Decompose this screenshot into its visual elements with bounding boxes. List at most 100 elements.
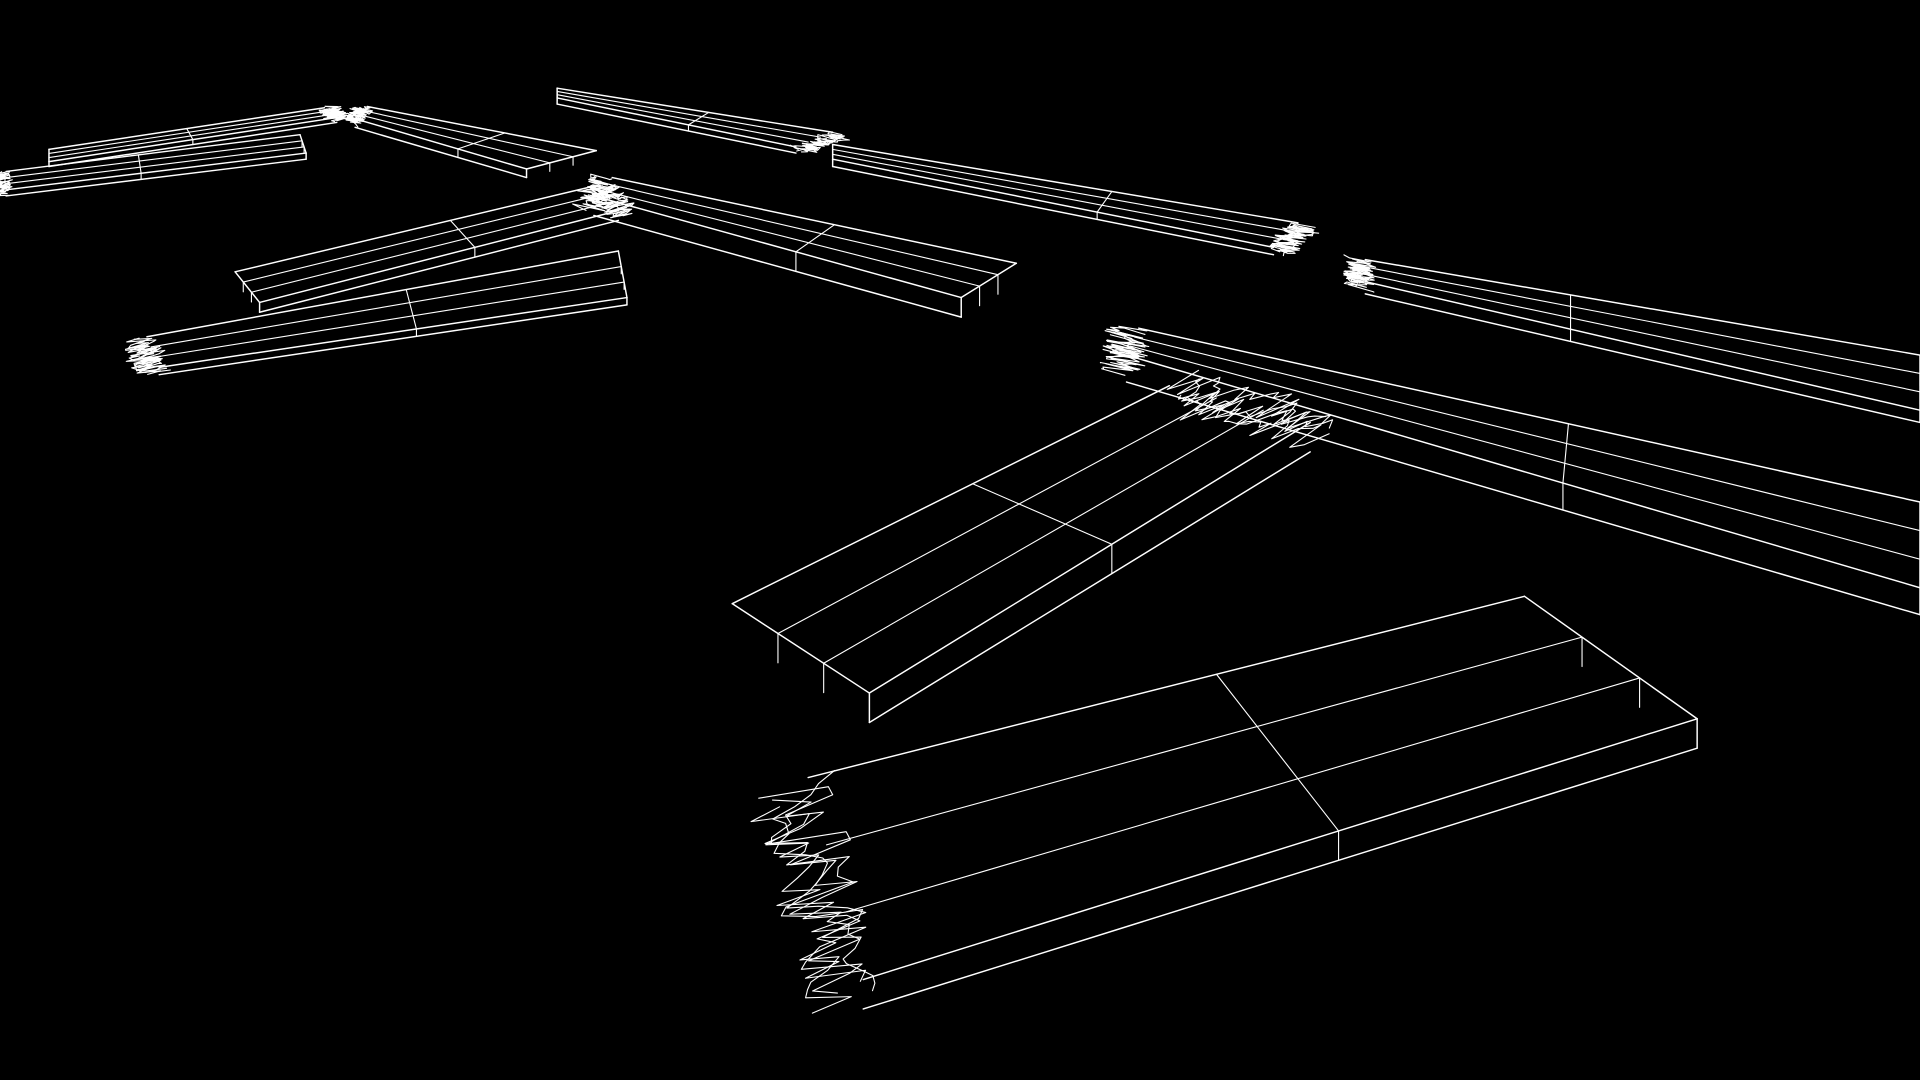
plank-3 [1099, 325, 1920, 616]
plank-seam [150, 265, 622, 348]
plank-7 [572, 173, 1018, 318]
planks-group [0, 87, 1920, 1014]
plank-edge-bottom-front [868, 451, 1311, 724]
plank-edge-top-back [1364, 258, 1920, 356]
plank-edge-bottom-front [556, 103, 797, 154]
plank-end-top [617, 250, 628, 299]
plank-cross-line [405, 289, 418, 330]
plank-edge-bottom-front [258, 219, 620, 313]
plank-edge-top-front [593, 195, 962, 299]
plank-edge-bottom-front [1364, 293, 1920, 424]
plank-cross-line [972, 483, 1113, 545]
plank-seam [362, 110, 574, 158]
plank-cross-line [449, 219, 476, 248]
plank-edge-top-front [1125, 354, 1920, 589]
plank-edge-top-front [258, 209, 620, 304]
plank-4 [1343, 254, 1920, 424]
plank-seam [242, 193, 603, 283]
splinter-strand [1179, 396, 1330, 448]
plank-seam [1130, 345, 1920, 560]
plank-edge-bottom-front [1125, 381, 1920, 616]
plank-edge-top-back [146, 250, 620, 338]
plank-seam [605, 183, 999, 276]
splinter-strand [750, 806, 861, 1014]
plank-seam [1364, 273, 1920, 393]
plank-edge-top-front [158, 296, 628, 369]
plank-edge-top-front [556, 97, 797, 148]
plank-5 [831, 143, 1320, 257]
plank-seam [777, 397, 1217, 635]
plank-end-top [960, 262, 1018, 299]
plank-seam [599, 189, 981, 287]
splinter-strand [128, 343, 171, 375]
plank-seam [250, 201, 611, 293]
plank-seam [1364, 266, 1920, 375]
splinter-strand [764, 799, 876, 992]
plank-end-top [299, 133, 307, 154]
plank-edge-top-front [1364, 280, 1920, 411]
plank-cross-line [186, 128, 194, 141]
splinter-strand [0, 175, 11, 197]
splinter-strand [591, 188, 633, 219]
plank-seam [556, 94, 809, 143]
plank-1 [750, 595, 1698, 1014]
plank-end-top [731, 602, 871, 694]
plank-end-top [1523, 595, 1698, 720]
plank-seam [358, 114, 551, 164]
plank-10 [342, 105, 598, 179]
plank-seam [832, 153, 1283, 240]
plank-edge-top-front [354, 118, 528, 170]
plank-edge-bottom-front [593, 214, 962, 318]
plank-edge-bottom-front [831, 165, 1275, 256]
plank-seam [5, 140, 303, 179]
plank-cross-line [795, 224, 836, 253]
splinter-strand [345, 111, 367, 128]
plank-edge-top-back [831, 143, 1299, 224]
plank-edge-top-front [831, 158, 1275, 249]
plank-12 [48, 105, 353, 168]
plank-seam [823, 409, 1264, 664]
splinter-strand [1101, 344, 1148, 376]
plank-cross-line [687, 111, 710, 126]
plank-cross-line [1096, 190, 1113, 213]
plank-seam [825, 636, 1583, 846]
plank-edge-top-back [611, 176, 1018, 264]
plank-edge-bottom-front [354, 126, 528, 179]
plank-edge-top-back [234, 185, 595, 273]
plank-seam [5, 146, 305, 185]
plank-cross-line [1215, 673, 1340, 832]
plank-edge-top-back [366, 105, 598, 152]
plank-cross-line [457, 132, 506, 150]
splinter-strand [1166, 369, 1327, 425]
plank-edge-bottom-front [5, 158, 307, 197]
splinter-strand [322, 108, 346, 123]
plank-8 [234, 184, 635, 313]
plank-edge-bottom-front [158, 304, 628, 376]
plank-cross-line [1562, 423, 1570, 484]
plank-edge-top-back [556, 87, 834, 133]
plank-seam [556, 90, 821, 138]
splinter-strand [1276, 225, 1314, 254]
plank-edge-top-front [5, 152, 307, 191]
plank-seam [1134, 336, 1920, 532]
plank-edge-bottom-front [862, 747, 1698, 1010]
splinter-strand [758, 786, 867, 994]
splinter-strand [1343, 266, 1375, 293]
splinter-strand [1277, 230, 1320, 257]
plank-6 [556, 87, 850, 154]
plank-end-top [234, 271, 261, 304]
plank-edge-top-back [731, 384, 1171, 605]
plank-seam [154, 281, 625, 358]
plank-edge-top-front [868, 421, 1311, 694]
plank-seam [844, 677, 1641, 913]
plank-cross-line [137, 154, 142, 174]
plank-edge-top-back [807, 595, 1526, 779]
plank-seam [832, 148, 1291, 232]
splinter-strand [800, 134, 850, 153]
plank-9 [124, 250, 628, 376]
splinter-strand [1177, 390, 1334, 432]
plank-edge-top-back [1138, 327, 1920, 503]
plank-edge-top-front [862, 718, 1698, 981]
